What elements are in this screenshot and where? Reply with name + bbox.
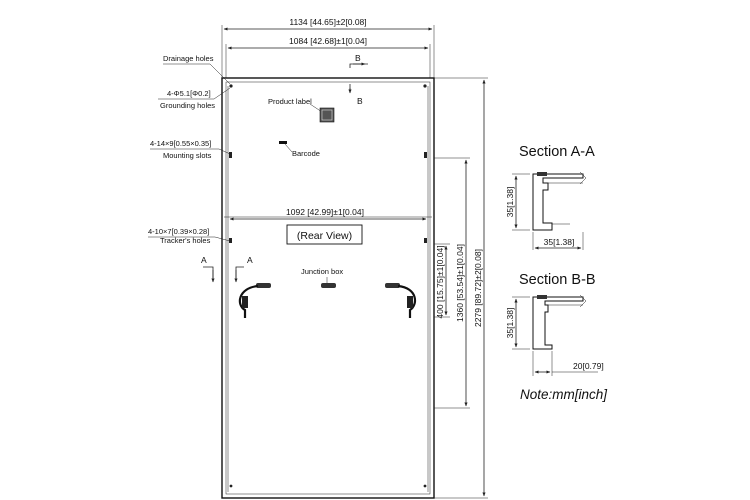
section-a-left-letter: A — [201, 255, 207, 265]
section-a-marker: A A — [201, 255, 253, 283]
module-frame — [221, 77, 435, 499]
rear-view-label: (Rear View) — [297, 230, 352, 242]
dim-mid-width: 1092 [42.99]±1[0.04] — [229, 207, 427, 221]
tracker-holes-callout: 4-10×7[0.39×0.28] Tracker's holes — [148, 227, 231, 245]
height-2279-label: 2279 [89.72]±2[0.08] — [473, 249, 483, 327]
mounting-spec-label: 4-14×9[0.55×0.35] — [150, 139, 211, 148]
product-label-text: Product label — [268, 97, 312, 106]
section-a-right-letter: A — [247, 255, 253, 265]
junction-box-label: Junction box — [301, 267, 343, 276]
barcode: Barcode — [279, 141, 320, 158]
overall-width-label: 1134 [44.65]±2[0.08] — [289, 17, 366, 27]
section-b-bottom-letter: B — [357, 96, 363, 106]
drainage-holes-callout: Drainage holes — [163, 54, 231, 85]
dim-height-2279: 2279 [89.72]±2[0.08] — [434, 77, 488, 499]
section-a-title: Section A-A — [519, 144, 595, 160]
product-label: Product label — [268, 97, 335, 123]
tracker-holes-label: Tracker's holes — [160, 236, 211, 245]
section-b-b: Section B-B 35[1.38] 20[0.79] — [505, 272, 604, 376]
drainage-holes-label: Drainage holes — [163, 54, 214, 63]
mounting-slots-label: Mounting slots — [163, 151, 212, 160]
grounding-holes-label: Grounding holes — [160, 101, 215, 110]
grounding-holes-callout: 4-Φ5.1[Φ0.2] Grounding holes — [158, 87, 231, 110]
frame-holes — [229, 84, 427, 488]
dim-height-400: 400 [15.75]±1[0.04] — [434, 243, 450, 319]
mid-width-label: 1092 [42.99]±1[0.04] — [286, 207, 364, 217]
section-b-marker: B B — [348, 53, 368, 106]
height-400-label: 400 [15.75]±1[0.04] — [435, 245, 445, 318]
section-a-width-label: 35[1.38] — [544, 237, 575, 247]
mounting-slots-callout: 4-14×9[0.55×0.35] Mounting slots — [150, 139, 231, 160]
dim-height-1360: 1360 [53.54]±1[0.04] — [434, 157, 470, 409]
section-b-top-letter: B — [355, 53, 361, 63]
barcode-label: Barcode — [292, 149, 320, 158]
units-note: Note:mm[inch] — [520, 387, 608, 402]
dim-overall-width: 1134 [44.65]±2[0.08] — [221, 17, 435, 78]
rear-view-box: (Rear View) — [286, 224, 363, 245]
grounding-spec-label: 4-Φ5.1[Φ0.2] — [167, 89, 211, 98]
height-1360-label: 1360 [53.54]±1[0.04] — [455, 244, 465, 322]
section-a-a: Section A-A 35[1.38] 35[1.38] — [505, 144, 595, 250]
tracker-spec-label: 4-10×7[0.39×0.28] — [148, 227, 209, 236]
dim-inner-width: 1084 [42.68]±1[0.04] — [225, 36, 431, 78]
section-b-width-label: 20[0.79] — [573, 361, 604, 371]
section-b-height-label: 35[1.38] — [505, 308, 515, 339]
junction-boxes: Junction box — [238, 267, 417, 318]
section-a-height-label: 35[1.38] — [505, 187, 515, 218]
section-b-title: Section B-B — [519, 272, 596, 288]
inner-width-label: 1084 [42.68]±1[0.04] — [289, 36, 367, 46]
